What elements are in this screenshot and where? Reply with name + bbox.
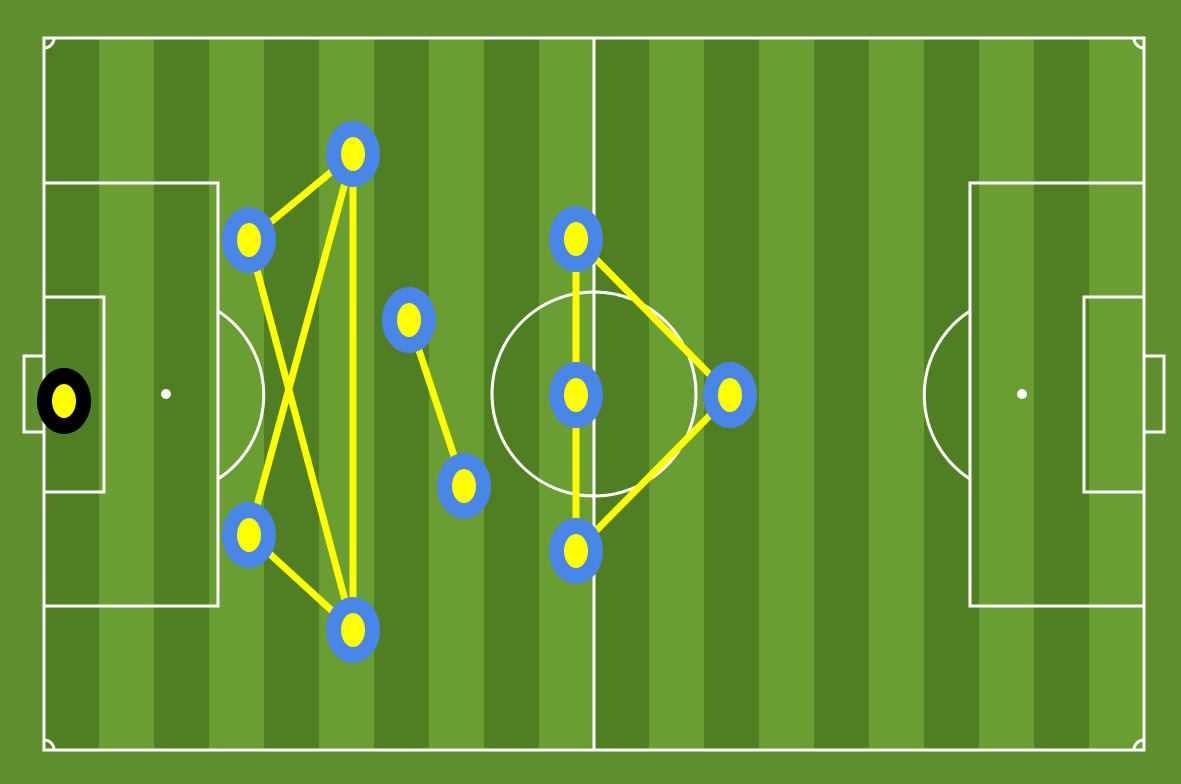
player-icon-center — [341, 137, 365, 171]
player-att[interactable] — [703, 362, 757, 428]
player-rb[interactable] — [222, 502, 276, 568]
player-icon-center — [237, 518, 261, 552]
grass-stripe — [869, 38, 924, 750]
grass-stripe — [759, 38, 814, 750]
player-cm_bottom[interactable] — [437, 453, 491, 519]
grass-stripe — [1089, 38, 1144, 750]
player-st[interactable] — [549, 362, 603, 428]
player-icon-center — [564, 378, 588, 412]
player-icon-center — [452, 469, 476, 503]
player-icon-center — [237, 223, 261, 257]
player-lb[interactable] — [222, 207, 276, 273]
grass-stripe — [374, 38, 429, 750]
player-icon-center — [718, 378, 742, 412]
player-icon-center — [564, 534, 588, 568]
player-lcb[interactable] — [326, 121, 380, 187]
goalkeeper-icon-center — [52, 384, 76, 418]
right-penalty-spot — [1017, 389, 1027, 399]
grass-stripe — [99, 38, 154, 750]
player-lw[interactable] — [549, 206, 603, 272]
player-cm_top[interactable] — [382, 287, 436, 353]
left-penalty-spot — [161, 389, 171, 399]
grass-stripe — [429, 38, 484, 750]
player-icon-center — [397, 303, 421, 337]
player-rcb[interactable] — [326, 597, 380, 663]
player-icon-center — [564, 222, 588, 256]
player-rw[interactable] — [549, 518, 603, 584]
player-gk[interactable] — [37, 368, 91, 434]
grass-stripe — [1034, 38, 1089, 750]
player-icon-center — [341, 613, 365, 647]
grass-stripe — [814, 38, 869, 750]
